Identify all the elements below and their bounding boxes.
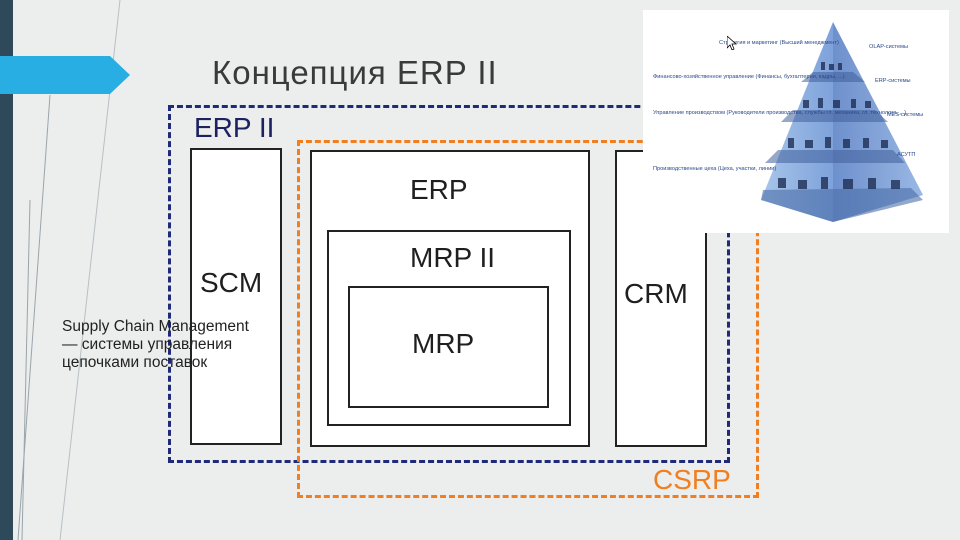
csrp-dashed-frame xyxy=(297,140,759,498)
arrow-tab-shape xyxy=(0,56,130,94)
erp-label: ERP xyxy=(410,174,468,205)
pyramid-right-label-2: ERP-системы xyxy=(875,78,911,84)
pyramid-label-2: Финансово-хозяйственное управление (Фина… xyxy=(653,73,845,80)
left-accent-band xyxy=(0,0,13,540)
erp2-label: ERP II xyxy=(194,112,275,143)
pyramid-label-1: Стратегия и маркетинг (Высший менеджмент… xyxy=(719,39,839,46)
mrp-label: MRP xyxy=(412,328,475,359)
scm-description: Supply Chain Management — системы управл… xyxy=(62,318,249,371)
pyramid-right-label-3: MES-системы xyxy=(887,112,923,118)
pyramid-right-label-1: OLAP-системы xyxy=(869,44,908,50)
pyramid-label-4: Производственные цеха (Цеха, участки, ли… xyxy=(653,166,776,172)
erp2-dashed-frame xyxy=(168,105,730,463)
slide-title: Концепция ERP II xyxy=(212,54,498,91)
mrp2-label: MRP II xyxy=(410,242,496,273)
mouse-cursor-icon xyxy=(727,36,737,50)
mrp-box xyxy=(348,286,549,408)
crm-label: CRM xyxy=(624,278,688,309)
pyramid-graphic: Стратегия и маркетинг (Высший менеджмент… xyxy=(653,22,923,222)
scm-box xyxy=(190,148,282,445)
pyramid-label-3: Управление производством (Руководители п… xyxy=(653,110,906,116)
pyramid-right-label-4: АСУТП xyxy=(897,152,915,158)
pyramid-illustration: Стратегия и маркетинг (Высший менеджмент… xyxy=(643,10,949,233)
csrp-label: CSRP xyxy=(653,464,731,495)
scm-label: SCM xyxy=(200,267,263,298)
